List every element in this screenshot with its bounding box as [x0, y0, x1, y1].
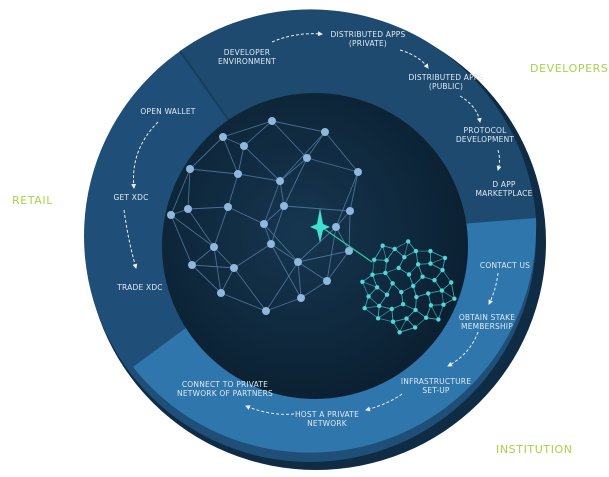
network-node: [406, 239, 410, 243]
network-node: [399, 290, 403, 294]
network-node: [390, 281, 394, 285]
network-node: [449, 280, 453, 284]
network-node: [428, 261, 432, 265]
network-node: [391, 320, 395, 324]
step-get-xdc: GET XDC: [113, 193, 148, 202]
network-node: [411, 284, 415, 288]
network-node: [363, 306, 367, 310]
network-node: [383, 271, 387, 275]
network-node: [184, 205, 192, 213]
network-node: [428, 249, 432, 253]
network-node: [413, 308, 417, 312]
network-node: [414, 295, 418, 299]
step-host-private-network: HOST A PRIVATE NETWORK: [295, 410, 359, 428]
network-node: [354, 168, 362, 176]
network-node: [234, 170, 242, 178]
step-trade-xdc: TRADE XDC: [117, 283, 162, 292]
network-node: [346, 207, 354, 215]
network-node: [224, 203, 232, 211]
network-node: [432, 278, 436, 282]
step-protocol-development: PROTOCOL DEVELOPMENT: [456, 126, 514, 144]
network-node: [219, 133, 227, 141]
network-node: [452, 297, 456, 301]
network-node: [260, 220, 268, 228]
network-node: [440, 288, 444, 292]
network-node: [217, 289, 225, 297]
network-node: [375, 285, 379, 289]
network-node: [188, 261, 196, 269]
network-node: [413, 325, 417, 329]
network-node: [441, 303, 445, 307]
network-node: [443, 256, 447, 260]
network-node: [401, 302, 405, 306]
step-contact-us: CONTACT US: [480, 261, 530, 270]
network-node: [404, 316, 408, 320]
step-distributed-apps-private: DISTRIBUTED APPS (PRIVATE): [330, 30, 405, 48]
network-node: [210, 243, 218, 251]
network-node: [167, 211, 175, 219]
category-retail: RETAIL: [12, 194, 53, 207]
network-node: [385, 293, 389, 297]
network-node: [240, 142, 248, 150]
network-node: [186, 165, 194, 173]
network-node: [440, 268, 444, 272]
network-node: [294, 258, 302, 266]
network-node: [376, 316, 380, 320]
step-developer-environment: DEVELOPER ENVIRONMENT: [218, 48, 276, 66]
network-node: [436, 317, 440, 321]
network-node: [377, 304, 381, 308]
network-node: [268, 117, 276, 125]
step-distributed-apps-public: DISTRIBUTED APPS (PUBLIC): [408, 73, 483, 91]
network-node: [420, 275, 424, 279]
network-node: [429, 303, 433, 307]
network-node: [414, 249, 418, 253]
network-node: [262, 307, 270, 315]
network-node: [297, 294, 305, 302]
network-node: [426, 291, 430, 295]
network-node: [416, 262, 420, 266]
step-infrastructure-setup: INFRASTRUCTURE SET-UP: [401, 377, 471, 395]
network-node: [303, 154, 311, 162]
network-node: [370, 273, 374, 277]
network-node: [384, 258, 388, 262]
network-node: [360, 280, 364, 284]
category-institution: INSTITUTION: [496, 443, 573, 456]
category-developers: DEVELOPERS: [530, 62, 609, 75]
network-node: [397, 330, 401, 334]
step-connect-private-network: CONNECT TO PRIVATE NETWORK OF PARTNERS: [177, 380, 273, 398]
network-node: [276, 177, 284, 185]
network-node: [402, 255, 406, 259]
network-node: [381, 244, 385, 248]
step-obtain-stake-membership: OBTAIN STAKE MEMBERSHIP: [459, 313, 515, 331]
network-node: [230, 264, 238, 272]
network-node: [321, 128, 329, 136]
network-node: [397, 266, 401, 270]
step-dapp-marketplace: D APP MARKETPLACE: [475, 180, 532, 198]
network-node: [332, 223, 340, 231]
network-node: [424, 316, 428, 320]
network-node: [366, 294, 370, 298]
network-node: [393, 247, 397, 251]
network-node: [407, 272, 411, 276]
network-node: [323, 277, 331, 285]
network-node: [280, 202, 288, 210]
network-node: [372, 258, 376, 262]
network-node: [390, 307, 394, 311]
network-node: [267, 240, 275, 248]
step-open-wallet: OPEN WALLET: [140, 107, 195, 116]
